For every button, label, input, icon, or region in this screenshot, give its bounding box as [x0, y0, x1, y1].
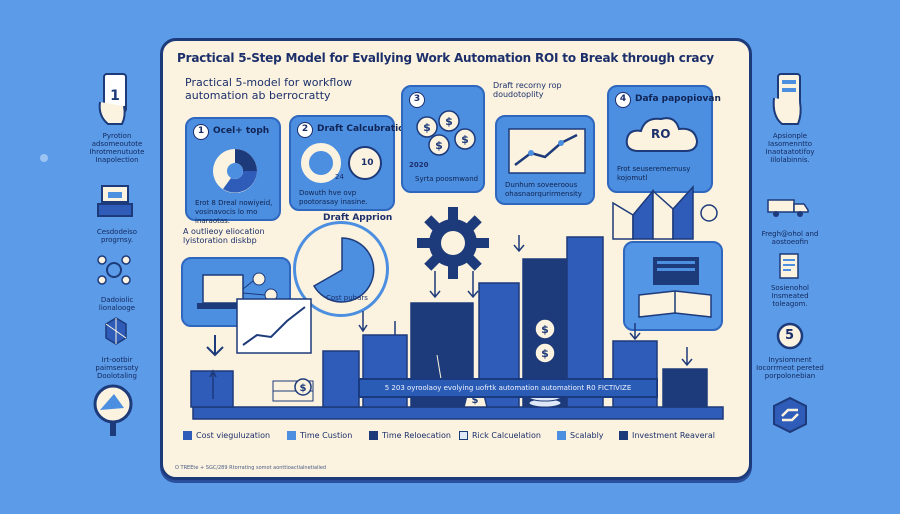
legend-label: Scalably: [570, 431, 604, 440]
legend-item-time-relocation: Time Reloecation: [369, 431, 451, 440]
step-card-4: 4 Dafa papopiovan RO Frot seuseremernusy…: [607, 85, 721, 193]
left-side-text-1: Pyrotion adsomeoutote Ihrotmenutuote Ina…: [89, 132, 145, 164]
legend-item-risk: Rick Calcuelation: [459, 431, 541, 440]
step-5-badge-icon: [776, 322, 804, 350]
left-side-text-2: Cesdodeiso progrnsy.: [96, 228, 138, 244]
step-title-1: Ocel+ toph: [213, 126, 270, 136]
value-10: 10: [361, 158, 374, 168]
left-side-text-3: Dadoiolic lionalooge: [98, 296, 136, 312]
infographic-board: Practical 5-Step Model for Evallying Wor…: [160, 38, 752, 480]
legend-item-investment: Investment Reaveral: [619, 431, 715, 440]
legend-label: Time Reloecation: [382, 431, 451, 440]
step-caption-2: Dowuth hve ovp pootorasay inasine.: [299, 189, 368, 206]
legend-swatch: [459, 431, 468, 440]
legend-swatch: [287, 431, 296, 440]
cloud-icon: [625, 117, 699, 152]
trend-line-icon: [508, 128, 586, 174]
right-side-text-3: Sosienohol Insmeated toleagom.: [770, 284, 809, 308]
step-card-3: Cost pubars: [293, 221, 389, 317]
left-dot: [40, 154, 48, 162]
board-subtitle: Practical 5-model for workflow automatio…: [185, 76, 353, 102]
open-book-icon: [638, 257, 712, 318]
legend-swatch: [369, 431, 378, 440]
svg-text:$: $: [435, 139, 443, 152]
legend-label: Time Custion: [300, 431, 353, 440]
document-icon: [779, 253, 799, 279]
gauge-ring-icon: [301, 143, 382, 183]
footer-note: O TREEte + SGC/289 Rtorrating somot aont…: [175, 465, 327, 471]
legend-item-cost: Cost vieguluzation: [183, 431, 270, 440]
right-side-text-1: Apsionple Iasomenntto Inaotaatotifoy Iil…: [765, 132, 815, 164]
summary-banner: 5 203 oyroolaoy evolying uofrtk automati…: [358, 378, 658, 398]
step-number-1: 1: [193, 124, 209, 140]
trend-card-caption: Dunhum soveeroous ohasnaorqurirmensity: [505, 181, 582, 198]
step-number-2: 2: [297, 122, 313, 138]
right-side-text-4: Inysiomnent Iocorrmeot pereted porpolone…: [756, 356, 824, 380]
allocation-label: A outlieoy eliocation lyistoration diskb…: [183, 227, 265, 245]
board-title: Practical 5-Step Model for Evallying Wor…: [177, 51, 714, 65]
step-card-2: 2 Draft Calcubration 10 24 Dowuth hve ov…: [289, 115, 411, 211]
coins-card-caption: Syrta poosmwand: [415, 175, 479, 183]
growth-chart-icon: [236, 298, 312, 354]
step-title-2: Draft Calcubration: [317, 124, 411, 134]
left-side-text-4: Irt-ootbir paimsersoty Doolotaling: [95, 356, 139, 380]
people-network-icon: [97, 255, 131, 285]
step-card-1: 1 Ocel+ toph Erot 8 Dreal nowiyeid, vosi…: [185, 117, 281, 225]
svg-text:$: $: [423, 121, 431, 134]
legend-item-time-custion: Time Custion: [287, 431, 352, 440]
step-title-3: Draft Apprion: [323, 213, 393, 223]
legend-item-scalably: Scalably: [557, 431, 604, 440]
svg-text:$: $: [461, 133, 469, 146]
shield-hex-icon: [773, 396, 807, 434]
legend-swatch: [183, 431, 192, 440]
zigzag-bars-icon: [612, 185, 718, 240]
coins-card-number: 3: [409, 92, 425, 108]
legend-swatch: [557, 431, 566, 440]
trend-card-title: Draft recorny rop doudotoplity: [493, 81, 562, 99]
donut-chart-icon: [213, 149, 257, 193]
down-arrow-icon: [206, 335, 224, 357]
server-box-icon: [97, 185, 133, 217]
step-5-badge-label: 5: [785, 328, 795, 343]
legend: Cost vieguluzation Time Custion Time Rel…: [183, 431, 733, 447]
legend-label: Rick Calcuelation: [472, 431, 541, 440]
ro-badge: RO: [651, 127, 671, 141]
svg-text:$: $: [300, 383, 307, 394]
cube-icon: [105, 317, 127, 345]
legend-swatch: [619, 431, 628, 440]
coins-card: 3 $ $ $ $ 2020 Syrta poosmwand: [401, 85, 485, 193]
right-side-text-2: Fregh@ohol and aostoeofin: [761, 230, 819, 246]
mobile-hand-icon: [772, 73, 802, 125]
svg-text:$: $: [472, 395, 479, 406]
truck-icon: [767, 199, 809, 217]
svg-text:1: 1: [110, 88, 120, 104]
svg-text:$: $: [541, 347, 549, 360]
trend-card: Dunhum soveeroous ohasnaorqurirmensity: [495, 115, 595, 205]
pie-slice-icon: [312, 237, 375, 303]
step-title-4: Dafa papopiovan: [635, 94, 721, 104]
value-2020: 2020: [409, 161, 429, 169]
value-24: 24: [335, 173, 344, 181]
legend-label: Cost vieguluzation: [196, 431, 271, 440]
svg-text:$: $: [445, 115, 453, 128]
step-caption-4: Frot seuseremernusy kojomutl: [617, 165, 691, 182]
step-caption-1: Erot 8 Dreal nowiyeid, vosinavocis lo mo…: [195, 199, 273, 225]
phone-hand-icon: 1: [98, 73, 127, 125]
gear-icon: [417, 207, 489, 279]
book-card: [623, 241, 723, 331]
magnifier-icon: [93, 384, 133, 436]
svg-text:$: $: [541, 323, 549, 336]
step-number-4: 4: [615, 92, 631, 108]
legend-label: Investment Reaveral: [632, 431, 715, 440]
step-caption-3: Cost pubars: [326, 294, 368, 302]
dollar-coins-icon: $ $ $ $: [416, 110, 476, 156]
